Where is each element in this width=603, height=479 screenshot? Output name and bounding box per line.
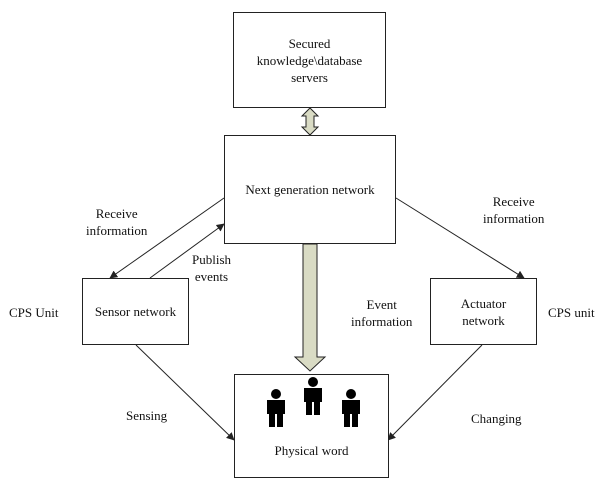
network-node: Next generation network [224, 135, 396, 244]
sensing-arrow [135, 344, 235, 441]
event-information-label: Event information [351, 296, 412, 330]
changing-arrow [387, 344, 483, 441]
servers-node: Secured knowledge\database servers [233, 12, 386, 108]
cps-unit-left-label: CPS Unit [9, 305, 59, 320]
label-line: Receive [492, 194, 535, 209]
actuator-network-node: Actuator network [430, 278, 537, 345]
network-label: Next generation network [245, 182, 375, 197]
cps-unit-right-label: CPS unit [548, 305, 595, 320]
sensing-label: Sensing [126, 408, 168, 423]
label-line: Receive [95, 206, 138, 221]
servers-network-double-arrow [300, 107, 320, 136]
receive-information-right-arrow [395, 197, 525, 279]
label-line: information [483, 211, 545, 226]
person-icon [304, 377, 322, 415]
label-line: Publish [192, 252, 232, 267]
sensor-network-label: Sensor network [94, 304, 177, 319]
label-line: events [194, 269, 229, 284]
person-icon [267, 389, 285, 427]
actuator-line-2: network [462, 312, 505, 328]
receive-information-left-arrow [109, 197, 225, 279]
publish-events-label: Publish events [192, 251, 231, 285]
label-line: information [86, 223, 148, 238]
servers-line-1: Secured [288, 35, 331, 51]
receive-information-left-label: Receive information [86, 205, 147, 239]
person-icon [342, 389, 360, 427]
servers-line-3: servers [291, 69, 328, 85]
servers-line-2: knowledge\database [256, 52, 363, 68]
label-line: Event [366, 297, 397, 312]
label-line: information [351, 314, 413, 329]
changing-label: Changing [471, 411, 522, 426]
sensor-network-node: Sensor network [82, 278, 189, 345]
publish-events-arrow [149, 223, 225, 279]
event-information-arrow [293, 243, 327, 372]
physical-word-label: Physical word [274, 443, 349, 458]
receive-information-right-label: Receive information [483, 193, 544, 227]
actuator-line-1: Actuator [460, 295, 507, 311]
